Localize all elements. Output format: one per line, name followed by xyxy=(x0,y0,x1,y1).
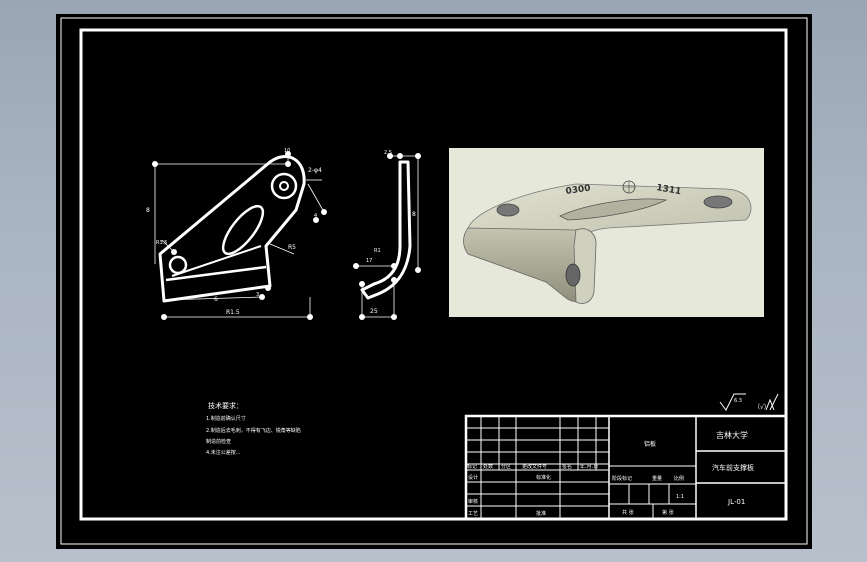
bracket-inner-edge xyxy=(165,265,267,282)
side-dim-bottom: 25 xyxy=(370,308,378,315)
front-dim-bottom-inner: 6 xyxy=(214,296,218,303)
side-dim-top: 2.5 xyxy=(384,150,392,156)
front-dim-hole: 2-φ4 xyxy=(308,167,322,174)
tech-notes: 技术要求： 1.制造前确认尺寸 2.制造后去毛刺，不得有飞边、锐角等缺陷 制造前… xyxy=(206,401,301,456)
front-slot xyxy=(221,204,265,256)
tb-stage-label: 比例 xyxy=(674,475,684,482)
side-profile xyxy=(360,160,412,300)
tech-note-line: 4.未注公差按... xyxy=(206,449,241,456)
tb-part-name: 汽车前支撑板 xyxy=(712,463,754,472)
tb-sheet-left: 共 张 xyxy=(622,509,634,516)
tb-drawing-no: JL-01 xyxy=(727,498,745,506)
surface-finish-other: （√） xyxy=(754,404,770,411)
front-dim-top: 10 xyxy=(284,148,290,154)
tb-role-mid: 批准 xyxy=(536,510,546,517)
drawing-viewport[interactable]: 10 2-φ4 8 R3.5 4 R5 6 3 R1.5 xyxy=(56,14,812,549)
tb-col-label: 签名 xyxy=(562,463,572,470)
side-dim-bend: R1 xyxy=(374,248,381,254)
front-dim-left: 8 xyxy=(146,207,150,214)
bracket-outline xyxy=(158,155,306,303)
render-flange xyxy=(573,228,597,304)
tb-col-label: 更改文件号 xyxy=(522,463,547,470)
tb-col-label: 处数 xyxy=(483,463,493,470)
tb-material: 铝板 xyxy=(644,440,656,448)
side-dim-left: 17 xyxy=(366,258,372,264)
tech-note-line: 1.制造前确认尺寸 xyxy=(206,415,246,422)
title-block: 标记 处数 分区 更改文件号 签名 年.月.日 设计 审核 工艺 标准化 批准 … xyxy=(464,414,788,521)
front-hole-lower xyxy=(168,255,188,275)
tb-sheet-right: 第 张 xyxy=(662,509,674,516)
surface-finish-value: 6.3 xyxy=(734,398,742,404)
tb-role-mid: 标准化 xyxy=(536,474,551,481)
outer-frame xyxy=(60,17,808,545)
front-dim-corner: R3.5 xyxy=(156,240,167,246)
surface-finish: 6.3 （√） xyxy=(719,393,779,411)
tb-col-label: 年.月.日 xyxy=(580,463,598,470)
side-view: 2.5 8 R1 17 25 xyxy=(353,150,421,320)
tb-stage-label: 重量 xyxy=(652,475,662,482)
render-hole-left xyxy=(496,203,520,217)
front-view: 10 2-φ4 8 R3.5 4 R5 6 3 R1.5 xyxy=(146,148,327,320)
front-hole-upper xyxy=(270,172,298,200)
front-dim-right-short: 4 xyxy=(314,213,317,219)
render-slot xyxy=(559,198,668,221)
tech-note-line: 制造前检查 xyxy=(206,438,231,445)
front-dim-small-bottom: 3 xyxy=(256,292,259,298)
tb-stage-label: 阶段标记 xyxy=(612,475,632,482)
tb-role-label: 工艺 xyxy=(468,511,478,517)
bracket-web-line xyxy=(171,245,262,277)
tb-col-label: 分区 xyxy=(501,463,511,470)
render-hole-right xyxy=(703,195,733,209)
tb-role-label: 设计 xyxy=(468,474,478,481)
front-hole-upper-core xyxy=(279,181,289,191)
front-dim-slot: R5 xyxy=(288,244,296,251)
tech-notes-title: 技术要求： xyxy=(208,401,243,410)
cad-drawing-sheet: 10 2-φ4 8 R3.5 4 R5 6 3 R1.5 xyxy=(60,17,808,545)
render-hole-flange xyxy=(565,263,581,287)
part-render: 0300 1311 xyxy=(449,148,764,317)
tb-role-label: 审核 xyxy=(468,498,478,505)
tb-school: 吉林大学 xyxy=(716,430,748,440)
render-number-left: 0300 xyxy=(565,184,591,197)
front-dim-bottom: R1.5 xyxy=(226,309,240,316)
inner-frame xyxy=(79,28,788,521)
tb-col-label: 标记 xyxy=(467,463,477,470)
tech-note-line: 2.制造后去毛刺，不得有飞边、锐角等缺陷 xyxy=(206,427,301,434)
side-dim-right: 8 xyxy=(412,211,416,218)
tb-scale: 1:1 xyxy=(676,494,684,500)
render-number-right: 1311 xyxy=(655,183,681,197)
